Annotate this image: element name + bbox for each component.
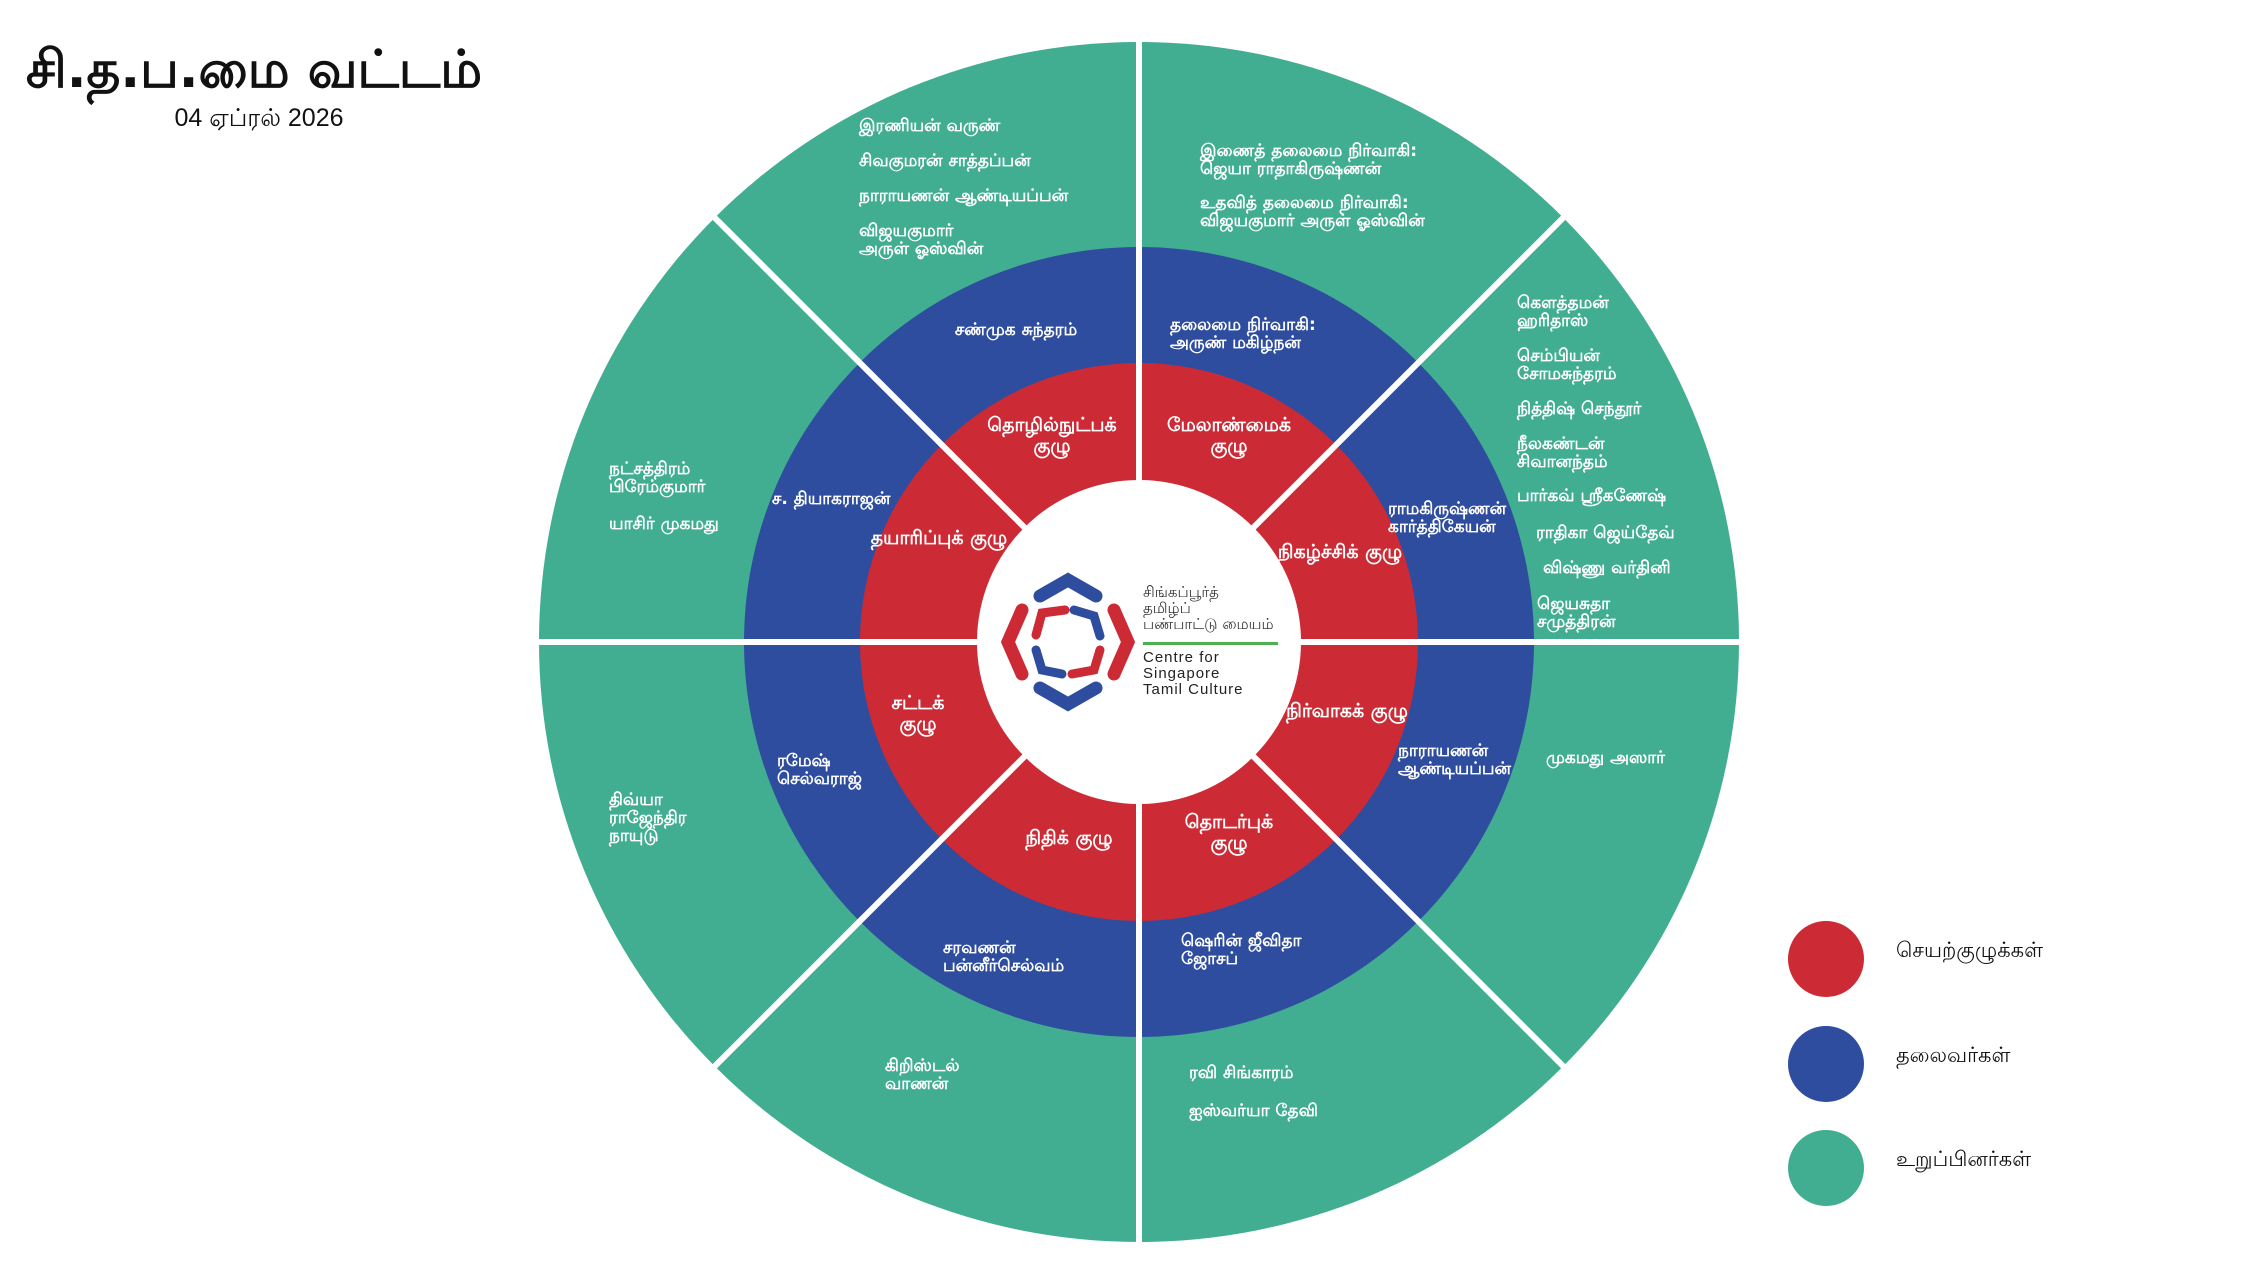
legend-member-label: உறுப்பினர்கள்: [1896, 1147, 2032, 1171]
leader-text: ஷெரின் ஜீவிதா ஜோசப்: [1181, 931, 1302, 969]
leader-text: ரமேஷ் செல்வராஜ்: [777, 751, 862, 789]
center-circle: [977, 480, 1301, 804]
legend-member-swatch: [1788, 1130, 1864, 1206]
legend-committee-label: செயற்குழுக்கள்: [1896, 938, 2044, 962]
leader-text: சண்முக சுந்தரம்: [954, 320, 1078, 340]
member-text: இணைத் தலைமை நிர்வாகி: ஜெயா ராதாகிருஷ்ணன்: [1200, 141, 1418, 179]
member-text: நாராயணன் ஆண்டியப்பன்: [859, 186, 1069, 206]
member-text: திவ்யா ராஜேந்திர நாயுடு: [609, 790, 687, 846]
leader-text: ராமகிருஷ்ணன் கார்த்திகேயன்: [1388, 499, 1507, 537]
member-text: ஜெயசுதா சமுத்திரன்: [1537, 594, 1616, 632]
member-text: யாசிர் முகமது: [609, 514, 719, 534]
committee-technology: தொழில்நுட்பக் குழு: [987, 414, 1117, 457]
leader-text: தலைமை நிர்வாகி: அருண் மகிழ்நன்: [1170, 315, 1316, 353]
member-text: உதவித் தலைமை நிர்வாகி: விஜயகுமார் அருள் …: [1200, 193, 1425, 231]
leader-text: சரவணன் பன்னீர்செல்வம்: [943, 938, 1065, 976]
member-text: ரவி சிங்காரம்: [1189, 1063, 1294, 1083]
legend-committee-swatch: [1788, 921, 1864, 997]
committee-management: மேலாண்மைக் குழு: [1166, 414, 1292, 457]
member-text: முகமது அஸார்: [1546, 748, 1666, 768]
member-text: ராதிகா ஜெய்தேவ்: [1536, 523, 1675, 543]
member-text: கௌத்தமன் ஹரிதாஸ்: [1517, 293, 1609, 331]
logo-divider: [1143, 642, 1278, 645]
legend-leader-label: தலைவர்கள்: [1896, 1043, 2011, 1067]
member-text: சிவகுமரன் சாத்தப்பன்: [859, 151, 1031, 171]
leader-text: ச. தியாகராஜன்: [772, 489, 891, 509]
member-text: நட்சத்திரம் பிரேம்குமார்: [609, 459, 706, 497]
member-text: விஜயகுமார் அருள் ஓஸ்வின்: [859, 221, 984, 259]
page-title: சி.த.ப.மை வட்டம்: [26, 40, 483, 100]
member-text: நீலகண்டன் சிவானந்தம்: [1517, 434, 1608, 472]
cstc-logo-icon: [1000, 572, 1136, 712]
member-text: பார்கவ் ஸ்ரீகணேஷ்: [1517, 486, 1667, 506]
legend-leader-swatch: [1788, 1026, 1864, 1102]
member-text: விஷ்ணு வர்தினி: [1543, 558, 1671, 578]
member-text: நித்திஷ் செந்தூர்: [1517, 399, 1642, 419]
committee-legal: சட்டக் குழு: [891, 692, 945, 735]
leader-text: நாராயணன் ஆண்டியப்பன்: [1398, 741, 1512, 779]
committee-events: நிகழ்ச்சிக் குழு: [1277, 541, 1403, 563]
member-text: கிறிஸ்டல் வாணன்: [885, 1056, 960, 1094]
page-date: 04 ஏப்ரல் 2026: [174, 104, 344, 132]
logo-tamil-text: சிங்கப்பூர்த்தமிழ்ப்பண்பாட்டு மையம்: [1143, 583, 1274, 633]
committee-finance: நிதிக் குழு: [1025, 827, 1113, 849]
committee-communications: தொடர்புக் குழு: [1184, 811, 1274, 854]
committee-production: தயாரிப்புக் குழு: [870, 527, 1008, 549]
committee-administration: நிர்வாகக் குழு: [1286, 700, 1408, 722]
member-text: இரணியன் வருண்: [859, 116, 1001, 136]
member-text: ஐஸ்வர்யா தேவி: [1189, 1101, 1318, 1121]
member-text: செம்பியன் சோமசுந்தரம்: [1517, 346, 1617, 384]
